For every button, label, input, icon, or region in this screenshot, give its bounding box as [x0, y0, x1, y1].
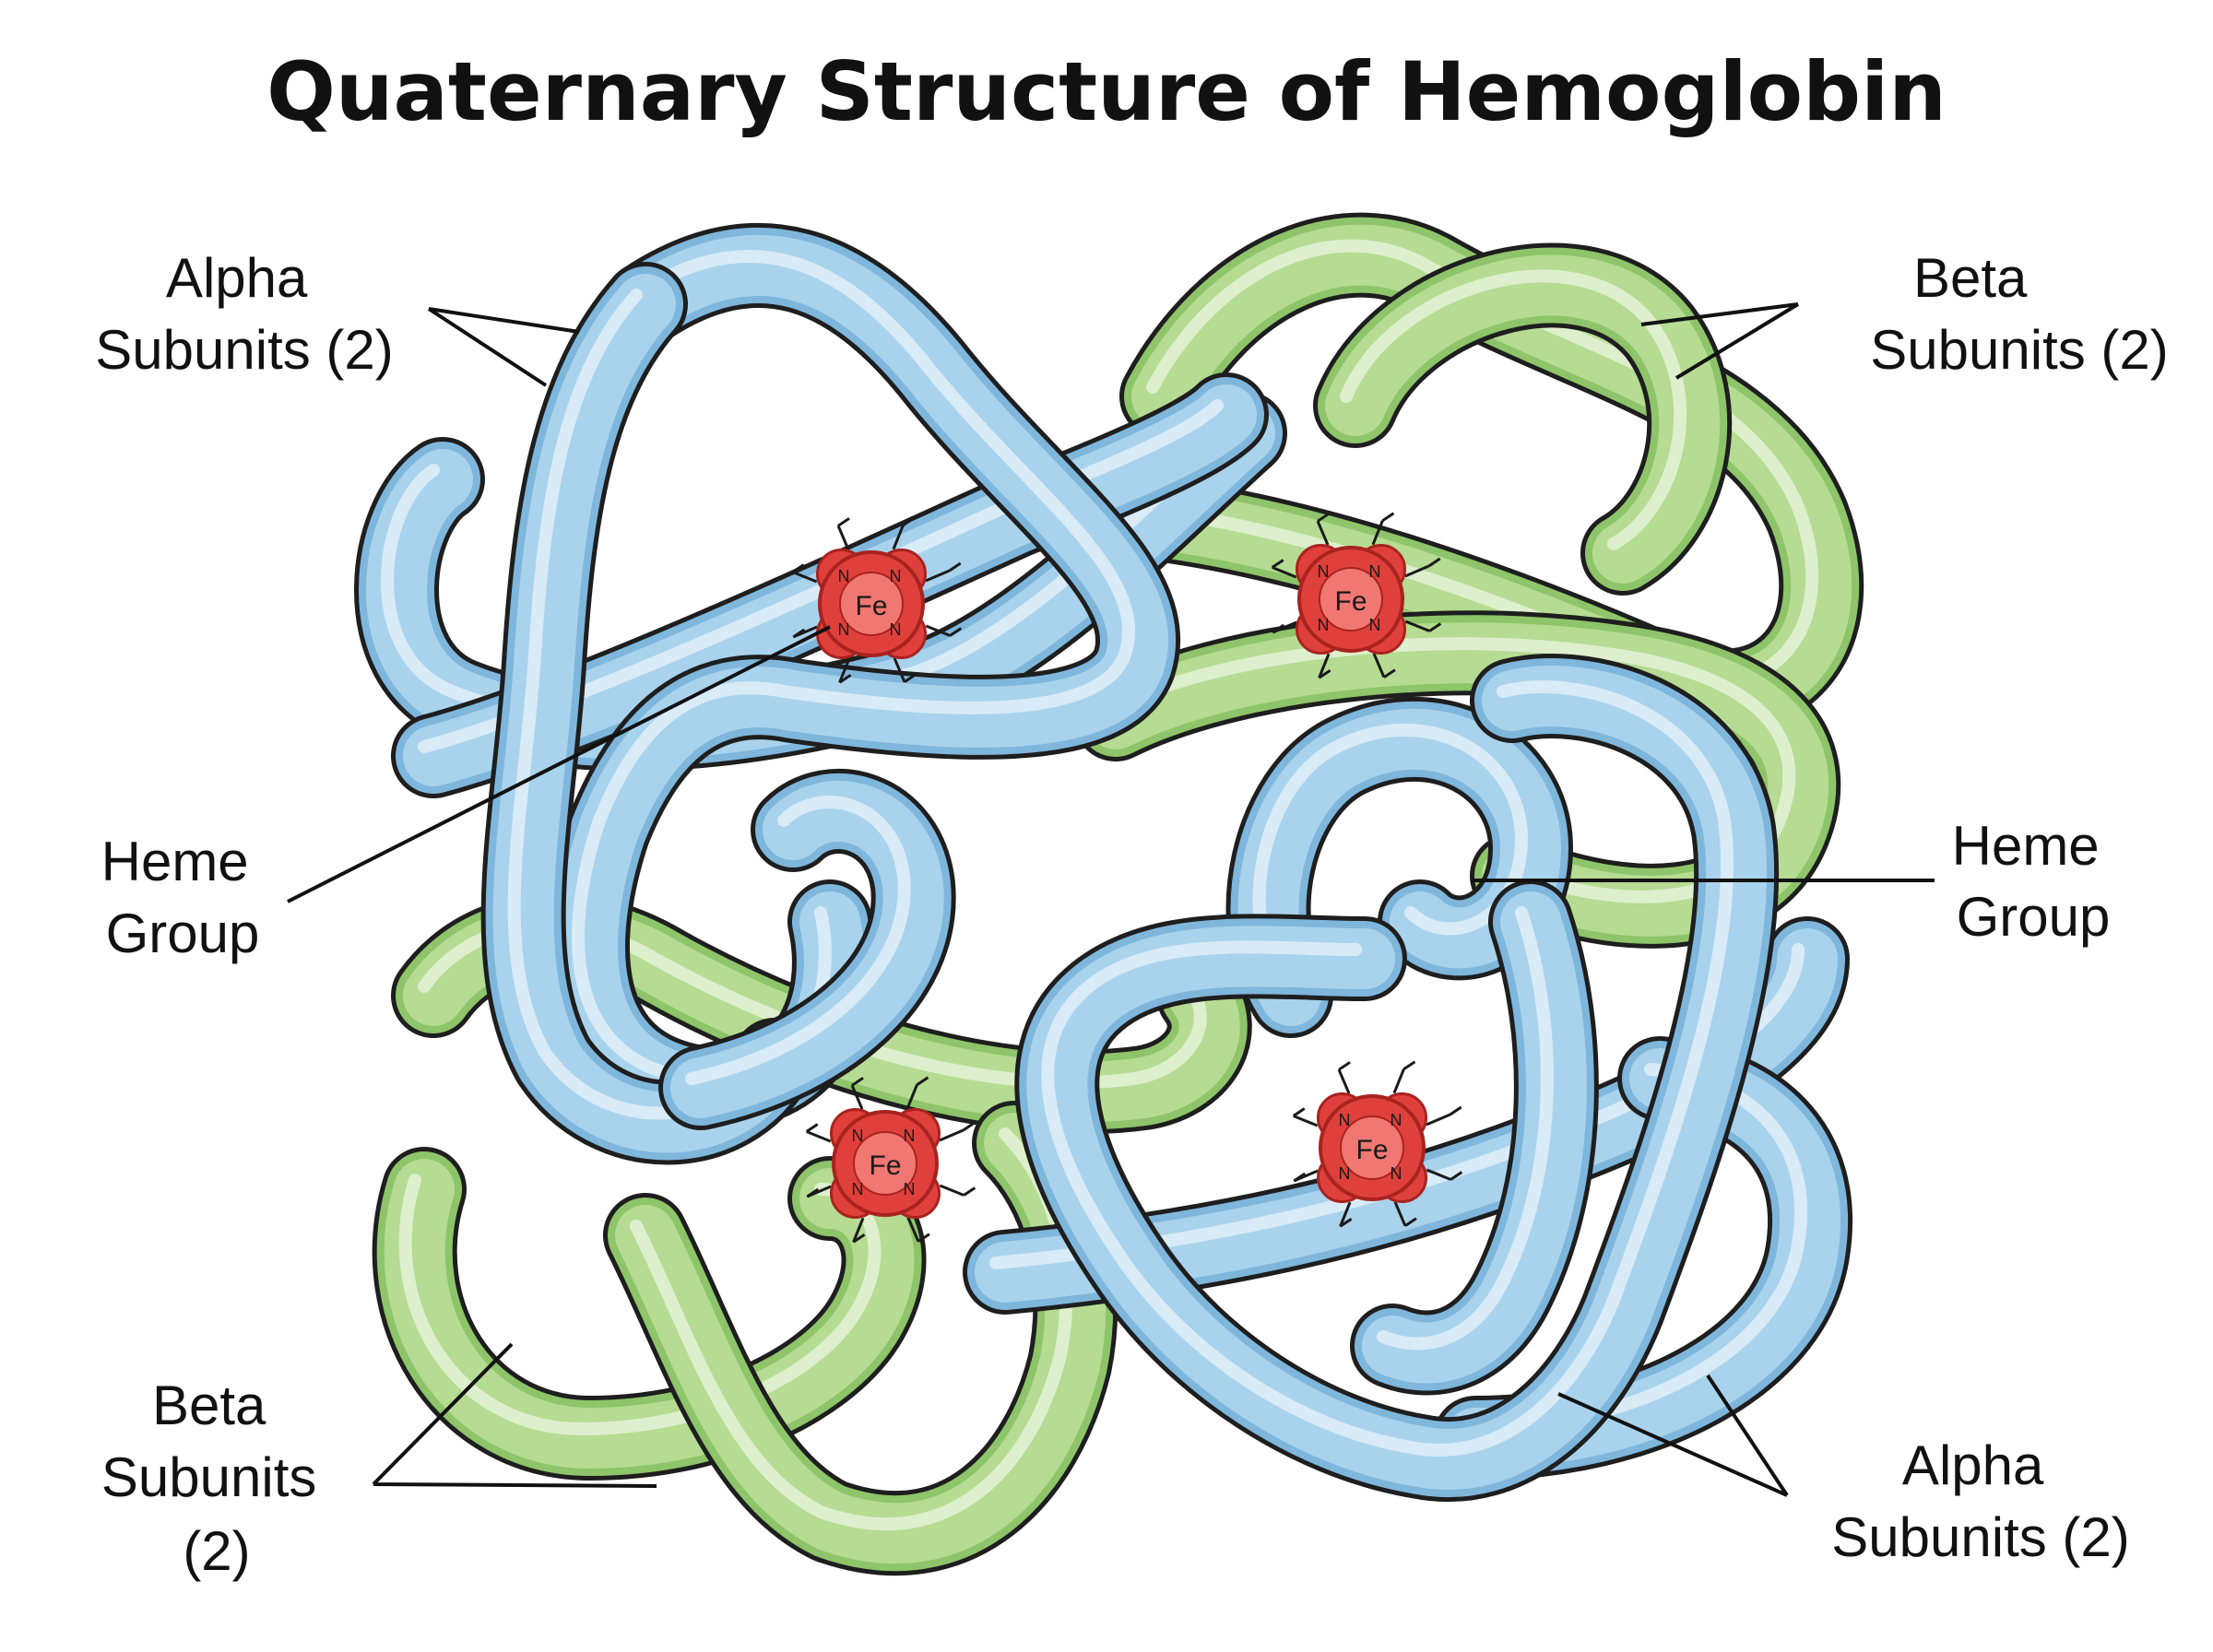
subunit-tubes — [387, 246, 1821, 1534]
nitrogen-atom-label: N — [852, 1127, 864, 1145]
label-heme-right-line1: Heme — [1952, 815, 2100, 877]
svg-text:Alpha Subunits (2): Alpha Subunits (2) — [95, 247, 394, 381]
nitrogen-atom-label: N — [852, 1180, 864, 1198]
nitrogen-atom-label: N — [1391, 1164, 1402, 1183]
nitrogen-atom-label: N — [1339, 1164, 1351, 1183]
iron-atom-label: Fe — [869, 1150, 901, 1181]
nitrogen-atom-label: N — [1318, 562, 1330, 581]
iron-atom-label: Fe — [1334, 586, 1367, 617]
label-beta-bottom-left-line3: (2) — [183, 1520, 250, 1582]
nitrogen-atom-label: N — [1318, 616, 1330, 634]
nitrogen-atom-label: N — [1369, 562, 1381, 581]
nitrogen-atom-label: N — [1339, 1111, 1351, 1129]
label-alpha-bottom-right-line1: Alpha — [1902, 1434, 2044, 1496]
iron-atom-label: Fe — [1355, 1135, 1388, 1165]
page-title: Quaternary Structure of Hemoglobin — [266, 44, 1947, 139]
nitrogen-atom-label: N — [838, 620, 850, 639]
label-heme-left-line1: Heme — [101, 831, 249, 892]
label-beta-top-right-line1: Beta — [1913, 247, 2028, 309]
svg-text:Heme Group: Heme Group — [101, 831, 265, 964]
iron-atom-label: Fe — [855, 591, 887, 621]
svg-text:Alpha Subunits (2): Alpha Subunits (2) — [1831, 1434, 2130, 1568]
nitrogen-atom-label: N — [890, 620, 902, 639]
label-alpha-top-left-line2: Subunits (2) — [95, 319, 394, 381]
label-beta-bottom-left-line1: Beta — [152, 1375, 266, 1436]
label-alpha-top-left-line1: Alpha — [166, 247, 308, 309]
svg-text:Heme Group: Heme Group — [1952, 815, 2115, 948]
svg-text:Beta Subunits (2): Beta Subunits (2) — [101, 1375, 332, 1582]
nitrogen-atom-label: N — [904, 1127, 916, 1145]
nitrogen-atom-label: N — [1369, 616, 1381, 634]
label-beta-bottom-left-line2: Subunits — [101, 1446, 317, 1508]
label-beta-top-right-line2: Subunits (2) — [1870, 319, 2169, 381]
label-heme-left-line2: Group — [106, 903, 260, 964]
svg-text:Beta Subunits (2): Beta Subunits (2) — [1870, 247, 2169, 381]
label-alpha-top-left: Alpha Subunits (2) — [95, 247, 579, 385]
nitrogen-atom-label: N — [1391, 1111, 1402, 1129]
label-heme-right-line2: Group — [1957, 886, 2111, 948]
nitrogen-atom-label: N — [904, 1180, 916, 1198]
label-alpha-bottom-right-line2: Subunits (2) — [1831, 1506, 2130, 1568]
nitrogen-atom-label: N — [838, 567, 850, 585]
nitrogen-atom-label: N — [890, 567, 902, 585]
